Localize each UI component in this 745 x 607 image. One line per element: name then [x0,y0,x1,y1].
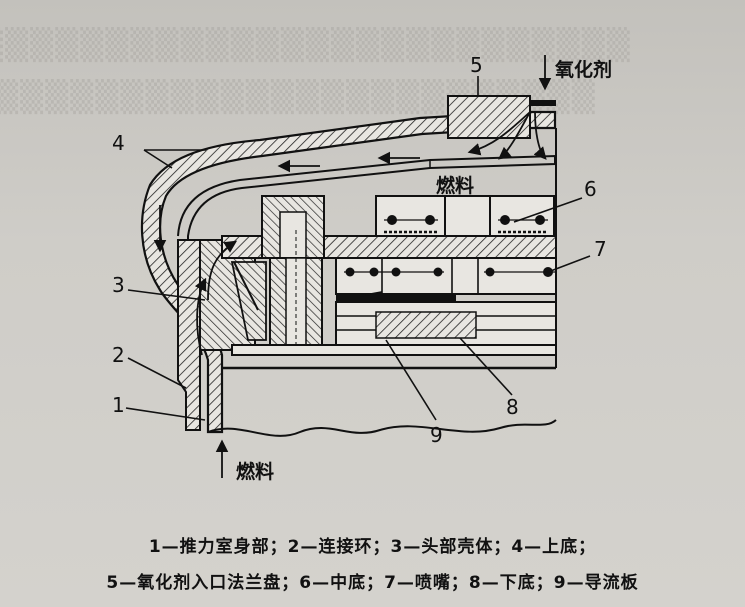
label-1: 1 [112,393,125,417]
head-wedge [230,261,267,341]
baffle-plate [336,294,456,302]
label-8: 8 [506,395,519,419]
fuel-label-inner: 燃料 [436,174,474,197]
label-3: 3 [112,273,125,297]
label-2: 2 [112,343,125,367]
label-1-upper: 4 [112,131,125,155]
label-6: 6 [584,177,597,201]
flow-arrows [153,55,552,478]
caption-line-2: 5—氧化剂入口法兰盘；6—中底；7—喷嘴；8—下底；9—导流板 [106,573,639,593]
label-9: 9 [430,423,443,447]
caption-line-1: 1—推力室身部；2—连接环；3—头部壳体；4—上底； [148,537,597,557]
oxidizer-label: 氧化剂 [555,58,612,81]
center-tube [261,195,325,349]
nozzle-row [335,257,557,295]
broken-edge [207,419,557,437]
upper-injector-row [375,195,555,237]
oxidizer-inlet-flange [447,95,556,139]
leader-lines [125,76,591,421]
chamber-bottom-line [221,128,557,432]
fuel-label-bottom: 燃料 [236,460,274,483]
label-7: 7 [594,237,607,261]
label-5: 5 [470,53,483,77]
lower-plate [335,301,557,347]
